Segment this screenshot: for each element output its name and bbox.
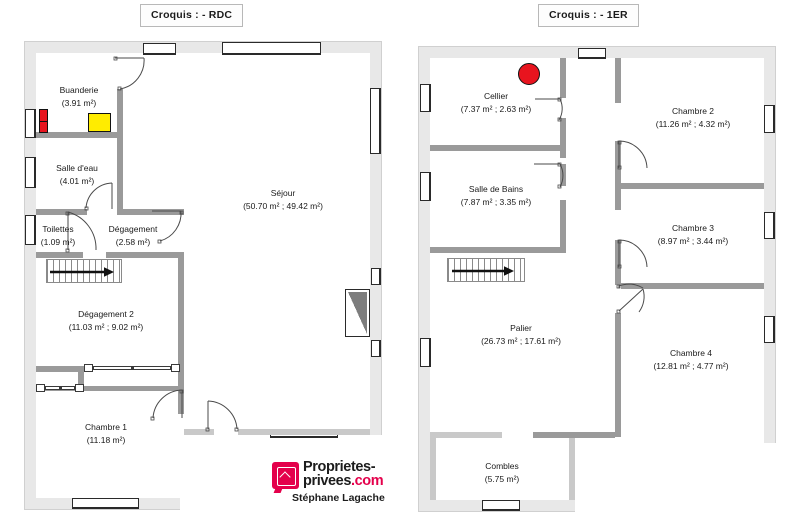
room-label-toilettes: Toilettes (1.09 m²) (40, 224, 76, 247)
window-rdc-top-2 (222, 42, 321, 55)
window-rdc-bottom-1 (72, 498, 139, 509)
room-label-chambre-1: Chambre 1 (11.18 m²) (84, 422, 128, 445)
room-label-degagement: Dégagement (2.58 m²) (108, 224, 158, 247)
room-label-salle-deau: Salle d'eau (4.01 m²) (56, 163, 98, 186)
door-buanderie[interactable] (113, 56, 150, 93)
window-1er-right-3 (764, 316, 775, 343)
door-salle-deau[interactable] (84, 182, 115, 213)
partition-west-block-1er-4 (560, 200, 566, 252)
rdc-yellow-block (88, 113, 111, 132)
partition-degagement-top (117, 209, 184, 215)
brand-line-2: privees.com (303, 473, 384, 489)
window-rdc-right-1 (370, 88, 381, 154)
partition-central-1er-upper (615, 58, 621, 103)
partition-chambre1-top-2 (84, 386, 180, 391)
plan-title-1er: Croquis : - 1ER (538, 4, 639, 27)
staircase-direction-arrow-1er (452, 264, 516, 276)
room-label-cellier: Cellier (7.37 m² ; 2.63 m²) (460, 91, 532, 114)
partition-sdb-bottom (430, 247, 566, 253)
window-1er-left-2 (420, 172, 431, 201)
partition-salle-deau-bottom (36, 209, 87, 215)
placard-doors-lower (36, 384, 84, 392)
door-entree-sejour[interactable] (205, 400, 240, 433)
room-label-sejour: Séjour (50.70 m² ; 49.42 m²) (243, 188, 323, 211)
floor-plan-rdc: Buanderie (3.91 m²) Salle d'eau (4.01 m²… (24, 41, 382, 510)
partition-cellier-bottom (430, 145, 566, 151)
partition-west-block-vertical (117, 89, 123, 212)
window-1er-right-1 (764, 105, 775, 133)
partition-west-block-1er-2 (560, 118, 566, 158)
room-label-combles: Combles (5.75 m²) (484, 461, 520, 484)
window-rdc-right-2 (371, 268, 381, 285)
partition-palier-south (430, 432, 502, 438)
entry-door-rdc[interactable] (345, 289, 370, 337)
window-1er-bottom-1 (482, 500, 520, 511)
door-cellier[interactable] (535, 97, 563, 122)
staircase-direction-arrow-rdc (50, 265, 116, 277)
window-rdc-left-3 (25, 215, 36, 245)
window-rdc-top-1 (143, 43, 176, 55)
room-label-palier: Palier (26.73 m² ; 17.61 m²) (481, 323, 561, 346)
partition-chambre2-chambre3 (621, 183, 764, 189)
window-rdc-left-1 (25, 109, 36, 138)
door-chambre4[interactable] (613, 283, 645, 315)
window-1er-right-2 (764, 212, 775, 239)
house-icon (272, 462, 299, 493)
partition-sejour-south-1 (184, 429, 214, 435)
partition-chambre4-west (615, 313, 621, 437)
room-label-buanderie: Buanderie (3.91 m²) (59, 85, 99, 108)
door-swing-shading (348, 292, 367, 334)
brand-tld: .com (351, 473, 384, 489)
partition-central-1er-mid (615, 141, 621, 210)
placard-doors-upper (84, 364, 180, 372)
room-label-chambre-3: Chambre 3 (8.97 m² ; 3.44 m²) (657, 223, 729, 246)
partition-west-block-1er (560, 58, 566, 98)
partition-combles-east (569, 438, 575, 500)
partition-degagement2-east (178, 252, 184, 414)
window-1er-left-1 (420, 84, 431, 112)
door-chambre2[interactable] (617, 140, 650, 171)
agent-name: Stéphane Lagache (292, 492, 385, 504)
partition-chambre1-top (36, 366, 84, 372)
room-label-salle-de-bains: Salle de Bains (7.87 m² ; 3.35 m²) (460, 184, 532, 207)
door-chambre3[interactable] (617, 239, 650, 270)
partition-central-1er-lower (615, 240, 621, 285)
partition-placard-vertical (78, 366, 84, 390)
partition-combles-west (430, 438, 436, 500)
partition-chambre4-south (533, 432, 615, 438)
room-label-chambre-2: Chambre 2 (11.26 m² ; 4.32 m²) (655, 106, 731, 129)
door-chambre1[interactable] (150, 389, 184, 422)
partition-degagement-bottom-2 (106, 252, 184, 258)
room-label-chambre-4: Chambre 4 (12.81 m² ; 4.77 m²) (653, 348, 729, 371)
partition-chambre3-chambre4 (621, 283, 764, 289)
door-toilettes[interactable] (65, 211, 98, 254)
brand-line-1: Proprietes- (303, 459, 376, 475)
plan-title-rdc: Croquis : - RDC (140, 4, 244, 27)
window-rdc-right-3 (371, 340, 381, 357)
partition-sejour-south-2 (238, 429, 370, 435)
rdc-red-block (39, 109, 48, 133)
window-1er-top-1 (578, 48, 606, 59)
floor-plan-1er: Cellier (7.37 m² ; 2.63 m²) Salle de Bai… (400, 0, 800, 518)
partition-buanderie-bottom (36, 132, 123, 138)
exterior-notch-1er (575, 443, 777, 513)
partition-degagement-bottom (36, 252, 83, 258)
window-1er-left-3 (420, 338, 431, 367)
window-rdc-left-2 (25, 157, 36, 188)
room-label-degagement-2: Dégagement 2 (11.03 m² ; 9.02 m²) (68, 309, 144, 332)
1er-red-circle (518, 63, 540, 85)
agency-logo: Proprietes- privees.com Stéphane Lagache (272, 459, 392, 511)
brand-word: privees (303, 473, 351, 489)
door-salle-de-bains[interactable] (534, 162, 564, 189)
door-degagement-sejour[interactable] (152, 210, 186, 245)
